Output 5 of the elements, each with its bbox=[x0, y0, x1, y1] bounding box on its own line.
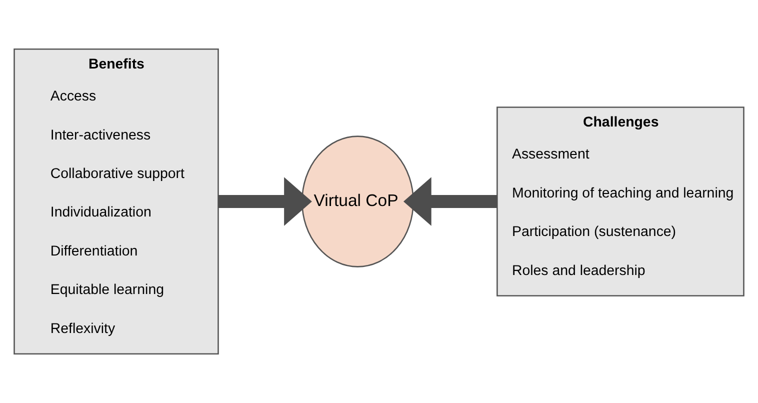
node-ellipse: Virtual CoP bbox=[301, 136, 414, 268]
arrow bbox=[218, 177, 312, 226]
node-box: Benefits Access Inter-activeness Collaborative support Individualization Differentiation Equitable learning Reflexivity bbox=[14, 48, 219, 354]
arrow bbox=[403, 177, 498, 226]
node-box: Challenges Assessment Monitoring of teaching and learning Participation (sustenance) Roles and leadership bbox=[496, 106, 744, 296]
